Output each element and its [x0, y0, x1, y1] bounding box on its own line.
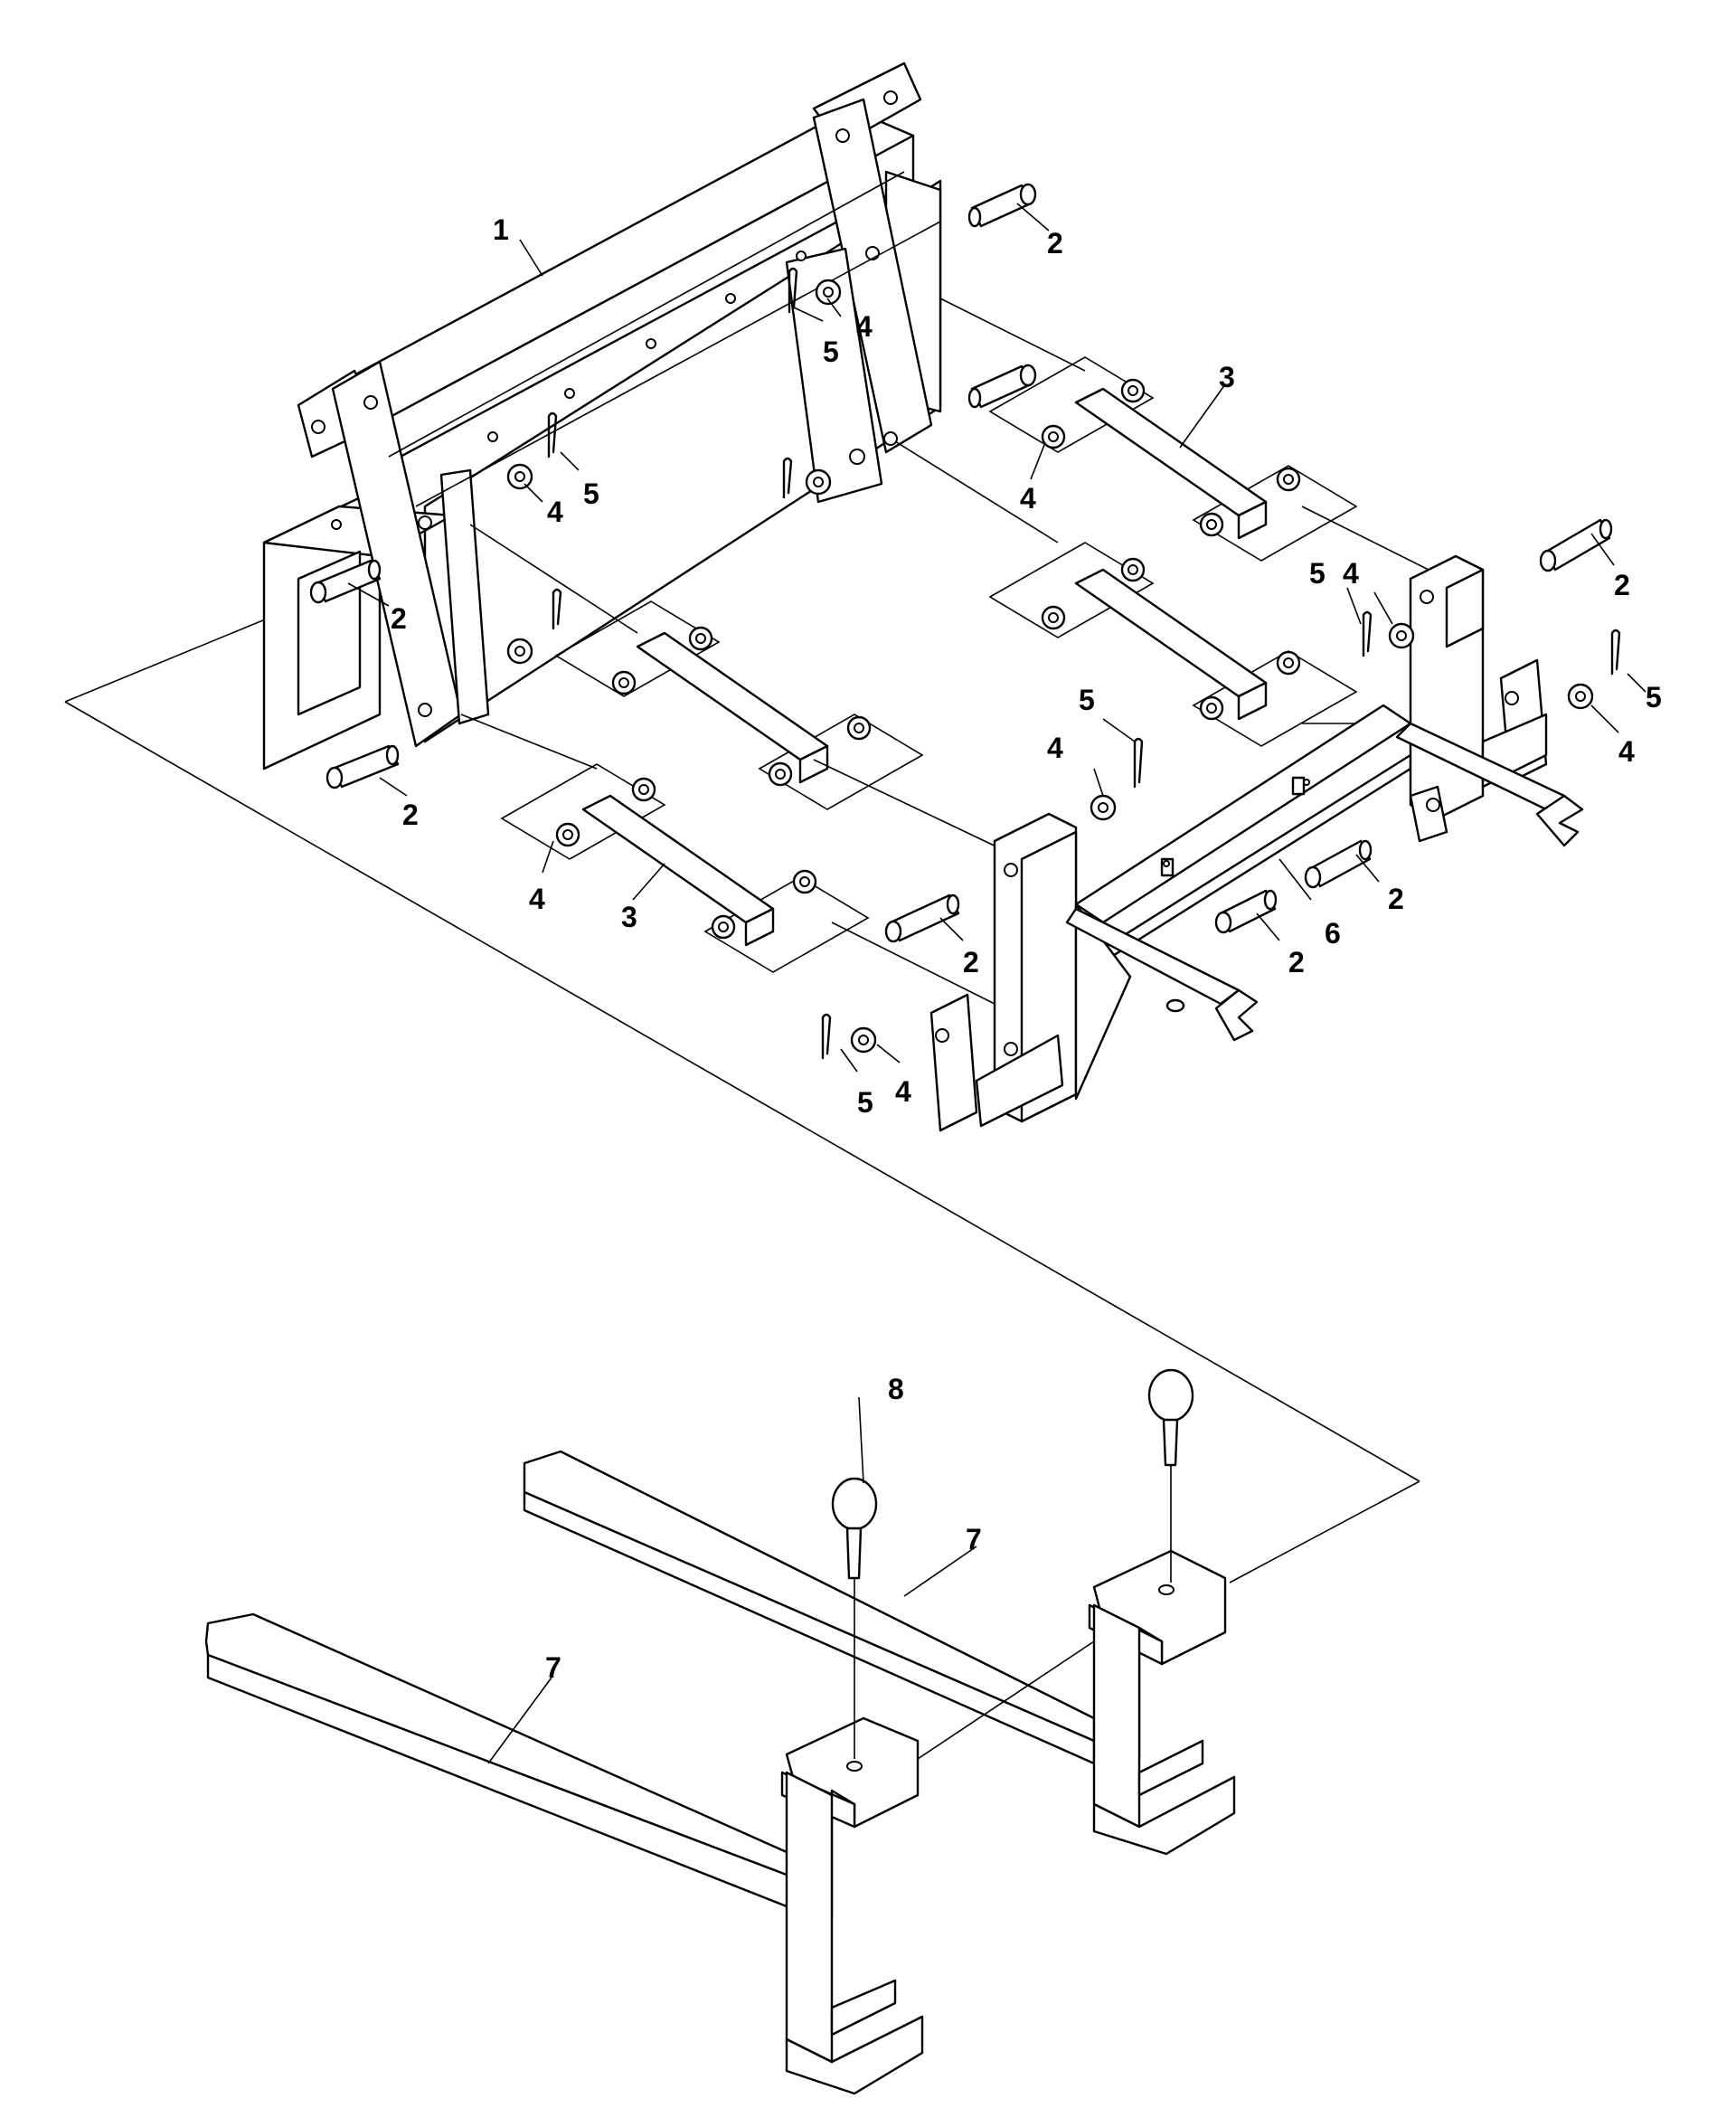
callout-4: 4 — [1618, 735, 1635, 768]
fork-connector-line — [917, 1640, 1095, 1760]
cotter-pin — [782, 457, 793, 499]
lynch-pin-right — [1147, 1368, 1194, 1583]
washer — [1567, 683, 1594, 710]
callout-5: 5 — [1079, 684, 1095, 716]
reference-plane — [64, 352, 1420, 1583]
washer — [1388, 622, 1415, 649]
callout-1: 1 — [493, 213, 509, 246]
pin — [967, 364, 1037, 409]
callout-3: 3 — [621, 901, 637, 933]
callout-2: 2 — [963, 946, 979, 978]
callouts: 1 2 2 2 2 2 2 2 3 3 4 4 4 4 4 4 4 4 5 5 … — [391, 213, 1662, 1684]
washer — [805, 468, 832, 496]
callout-5: 5 — [583, 477, 599, 510]
callout-6: 6 — [1325, 917, 1341, 950]
pin — [884, 893, 960, 943]
pin — [967, 183, 1037, 228]
callout-5: 5 — [857, 1086, 873, 1119]
callout-5: 5 — [1646, 681, 1662, 714]
assembly-lines — [460, 298, 1448, 1014]
pin — [326, 744, 400, 789]
callout-2: 2 — [1614, 569, 1630, 601]
callout-4: 4 — [1047, 732, 1063, 764]
carriage-frame — [262, 61, 942, 770]
cotter-pin — [1362, 610, 1373, 657]
link-bar-lower-left — [500, 763, 870, 973]
washer — [850, 1026, 877, 1054]
cotter-pin — [1610, 629, 1621, 676]
cotter-pin — [547, 411, 558, 458]
callout-4: 4 — [895, 1075, 911, 1108]
callout-7: 7 — [545, 1651, 561, 1684]
leader-lines — [347, 203, 1646, 1764]
cotter-pin — [1133, 737, 1144, 789]
cotter-pin — [821, 1013, 832, 1060]
link-bar-middle-right — [988, 542, 1358, 747]
pin — [1304, 839, 1373, 889]
cotter-pins — [547, 267, 1621, 1060]
washer — [506, 638, 533, 665]
callout-2: 2 — [1288, 946, 1305, 978]
washer — [1090, 794, 1117, 821]
callout-4: 4 — [1020, 482, 1036, 515]
washer — [815, 279, 842, 306]
cotter-pin — [788, 267, 798, 314]
callout-4: 4 — [547, 496, 563, 528]
callout-4: 4 — [529, 883, 545, 915]
callout-2: 2 — [1047, 227, 1063, 260]
callout-2: 2 — [402, 799, 419, 831]
callout-8: 8 — [888, 1373, 904, 1405]
callout-3: 3 — [1219, 361, 1235, 393]
fork-carriage — [929, 554, 1584, 1132]
washer — [506, 463, 533, 490]
callout-2: 2 — [1388, 883, 1404, 915]
link-bar-upper-right — [988, 356, 1358, 562]
lynch-pin-left — [831, 1477, 878, 1759]
callout-4: 4 — [1343, 557, 1359, 590]
washers — [506, 279, 1594, 1054]
cotter-pin — [552, 588, 562, 630]
callout-5: 5 — [823, 336, 839, 368]
callout-5: 5 — [1309, 557, 1326, 590]
pins — [309, 183, 1613, 943]
fork-right — [523, 1450, 1236, 1856]
pin — [309, 559, 382, 604]
link-bar-middle-left — [554, 600, 924, 810]
pin — [1214, 889, 1278, 934]
pin — [1539, 518, 1613, 572]
callout-7: 7 — [966, 1523, 982, 1555]
fork-left — [204, 1612, 924, 2095]
callout-2: 2 — [391, 602, 407, 635]
callout-4: 4 — [856, 310, 873, 343]
